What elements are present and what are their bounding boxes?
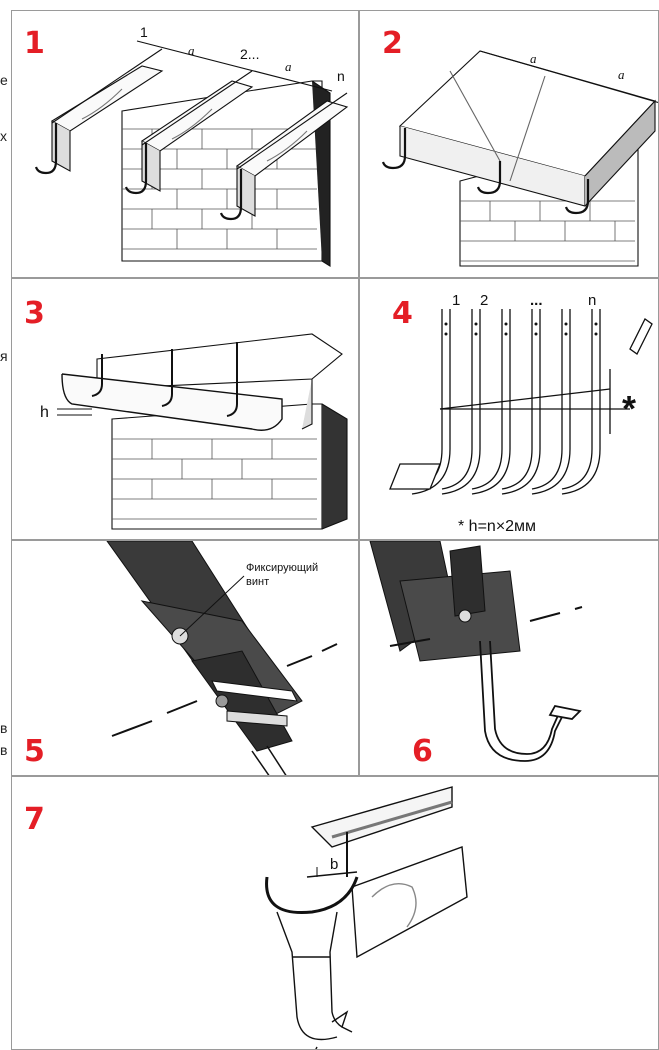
step-1-illustration: 1 2... n a a bbox=[34, 24, 349, 267]
step-6-illustration bbox=[369, 541, 583, 762]
formula-text: * h=n×2мм bbox=[458, 518, 536, 535]
step-number: 3 bbox=[24, 296, 45, 331]
spacing-a: a bbox=[285, 59, 292, 74]
spacing-a: a bbox=[530, 51, 537, 66]
step-5-illustration: Фиксирующий винт bbox=[106, 541, 338, 775]
step-panel-7: 7 b bbox=[11, 776, 659, 1050]
marker-1: 1 bbox=[140, 24, 148, 40]
step-panel-4: 4 1 bbox=[359, 278, 659, 540]
step-number: 2 bbox=[382, 26, 403, 61]
step-panel-5: 5 Фиксирующий винт bbox=[11, 540, 359, 776]
screw-label-line1: Фиксирующий bbox=[246, 562, 318, 574]
step-number: 5 bbox=[24, 734, 45, 769]
marker-2: 2... bbox=[240, 46, 259, 62]
asterisk-mark: * bbox=[622, 388, 636, 429]
distance-b: b bbox=[330, 856, 338, 873]
step-2-illustration: a a bbox=[381, 50, 658, 267]
column-label: 1 bbox=[452, 292, 460, 309]
step-7-illustration: b bbox=[265, 786, 468, 1049]
step-number: 7 bbox=[24, 802, 45, 837]
step-number: 4 bbox=[392, 296, 413, 331]
column-label: 2 bbox=[480, 292, 488, 309]
instruction-grid: 1 bbox=[11, 10, 659, 1050]
edge-fragment: е bbox=[0, 72, 8, 88]
step-panel-3: 3 bbox=[11, 278, 359, 540]
step-panel-2: 2 a bbox=[359, 10, 659, 278]
marker-n: n bbox=[337, 68, 345, 84]
step-number: 1 bbox=[24, 26, 45, 61]
height-h: h bbox=[40, 404, 49, 421]
step-panel-1: 1 bbox=[11, 10, 359, 278]
step-panel-6: 6 bbox=[359, 540, 659, 776]
column-label: ... bbox=[530, 292, 543, 309]
step-number: 6 bbox=[412, 734, 433, 769]
spacing-a: a bbox=[188, 43, 195, 58]
spacing-a: a bbox=[618, 67, 625, 82]
edge-fragment: в bbox=[0, 720, 8, 736]
edge-fragment: я bbox=[0, 348, 8, 364]
edge-fragment: х bbox=[0, 128, 7, 144]
edge-fragment: в bbox=[0, 742, 8, 758]
screw-label-line2: винт bbox=[246, 576, 269, 588]
step-3-illustration: h bbox=[40, 333, 348, 530]
column-label: n bbox=[588, 292, 596, 309]
step-4-illustration: 1 2 ... n * * h=n×2мм bbox=[389, 292, 653, 535]
